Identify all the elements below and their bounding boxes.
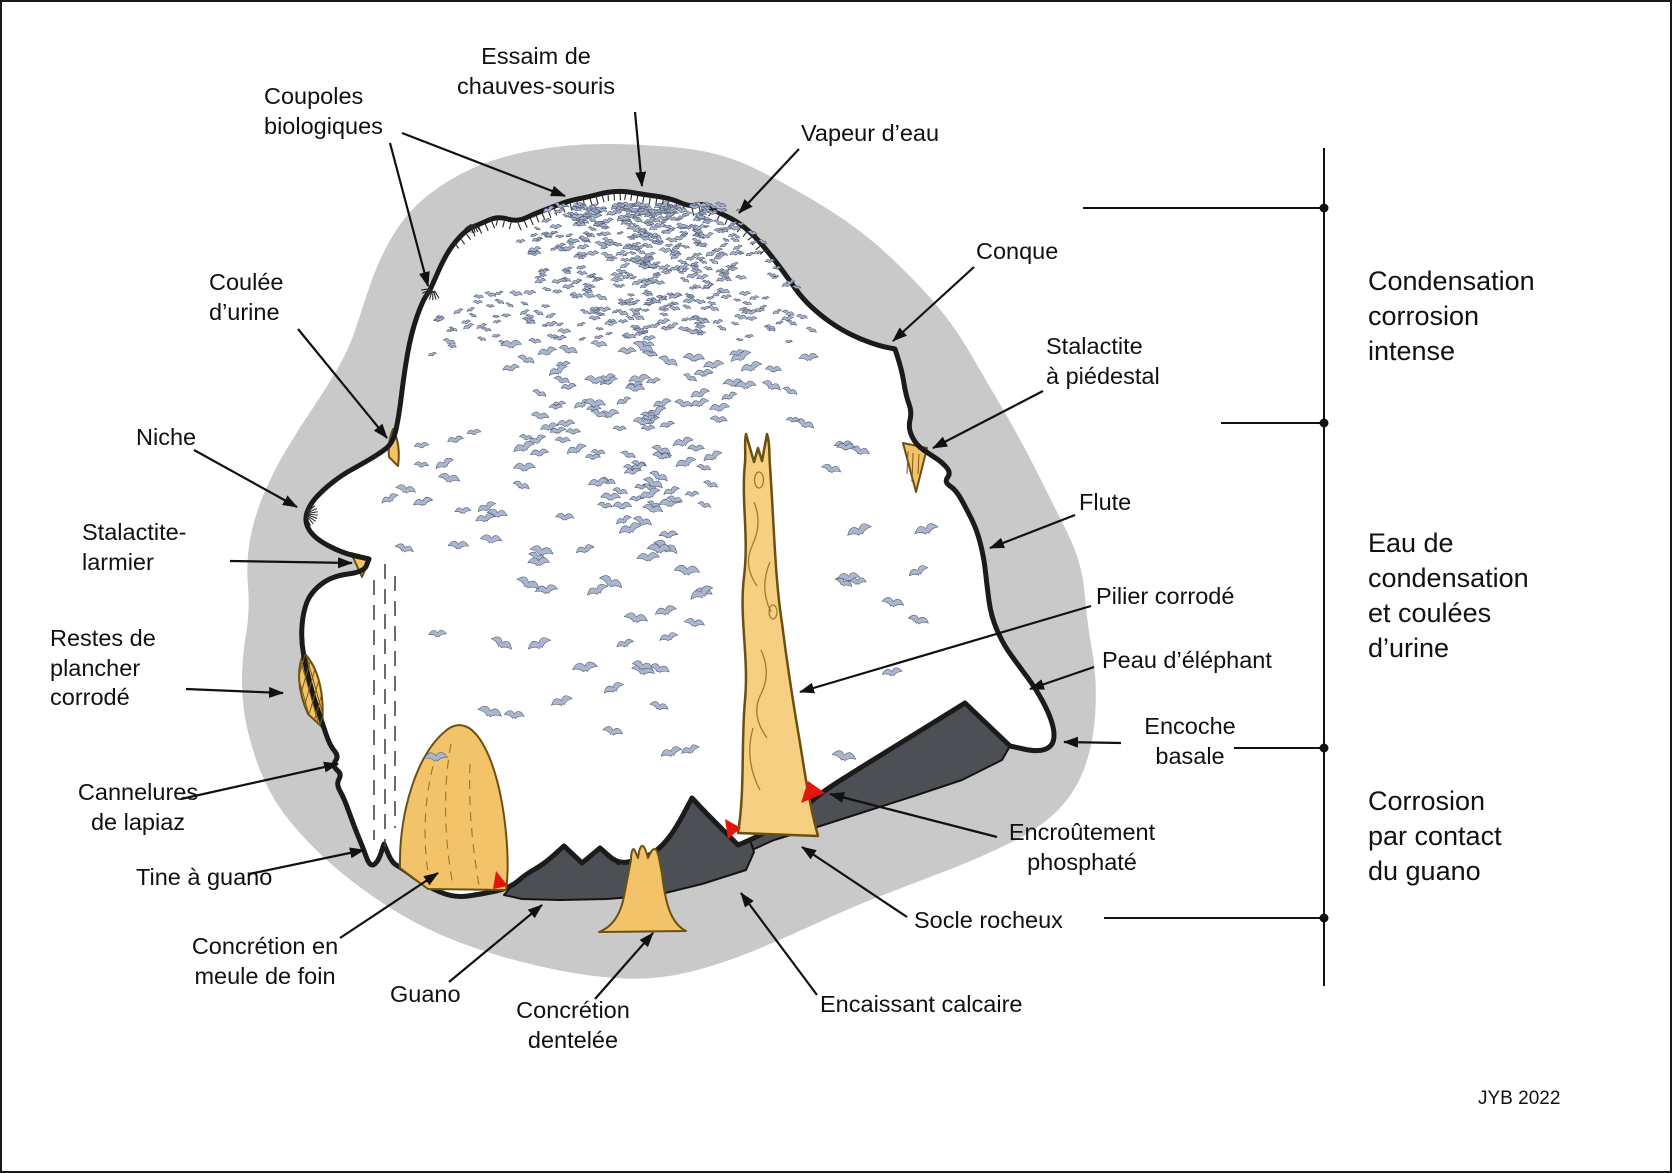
bat-swarm [381,201,939,762]
dentate-concretion [598,844,687,933]
zone-scale [1083,148,1329,986]
leader-arrows [180,111,1122,1000]
floor-concretions [398,432,820,933]
drip-lines [373,564,396,847]
cave-outline [299,188,1057,899]
corroded-pillar [736,432,820,838]
phosphate-crusts [493,781,825,889]
guano-haystack-mound [398,724,509,891]
